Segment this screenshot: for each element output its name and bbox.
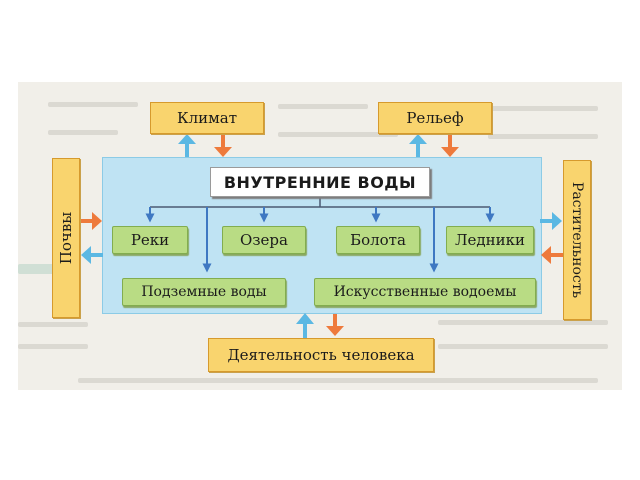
- type-lakes-label: Озера: [240, 231, 288, 249]
- type-glaciers: Ледники: [446, 226, 534, 254]
- type-lakes: Озера: [222, 226, 306, 254]
- soils-arrows: [80, 212, 103, 264]
- factor-human-activity: Деятельность человека: [208, 338, 434, 372]
- factor-relief-label: Рельеф: [406, 109, 464, 127]
- factor-relief: Рельеф: [378, 102, 492, 134]
- factor-vegetation: Растительность: [563, 160, 591, 320]
- factor-climate: Климат: [150, 102, 264, 134]
- type-groundwater: Подземные воды: [122, 278, 286, 306]
- type-swamps: Болота: [336, 226, 420, 254]
- factor-soils: Почвы: [52, 158, 80, 318]
- type-rivers: Реки: [112, 226, 188, 254]
- type-glaciers-label: Ледники: [455, 231, 525, 249]
- type-groundwater-label: Подземные воды: [141, 284, 267, 300]
- climate-arrows: [178, 134, 232, 157]
- factor-climate-label: Климат: [176, 109, 238, 127]
- relief-arrows: [409, 134, 459, 157]
- type-rivers-label: Реки: [130, 231, 170, 249]
- central-box-label: ВНУТРЕННИЕ ВОДЫ: [223, 172, 417, 192]
- factor-human-activity-label: Деятельность человека: [227, 346, 415, 364]
- type-swamps-label: Болота: [350, 231, 406, 249]
- central-box-inland-waters: ВНУТРЕННИЕ ВОДЫ: [210, 167, 430, 197]
- type-artificial-reservoirs: Искусственные водоемы: [314, 278, 536, 306]
- factor-soils-label: Почвы: [57, 211, 76, 265]
- factor-vegetation-label: Растительность: [569, 181, 586, 299]
- type-artificial-reservoirs-label: Искусственные водоемы: [333, 284, 517, 300]
- vegetation-arrows: [540, 212, 563, 264]
- human-activity-arrows: [296, 313, 344, 338]
